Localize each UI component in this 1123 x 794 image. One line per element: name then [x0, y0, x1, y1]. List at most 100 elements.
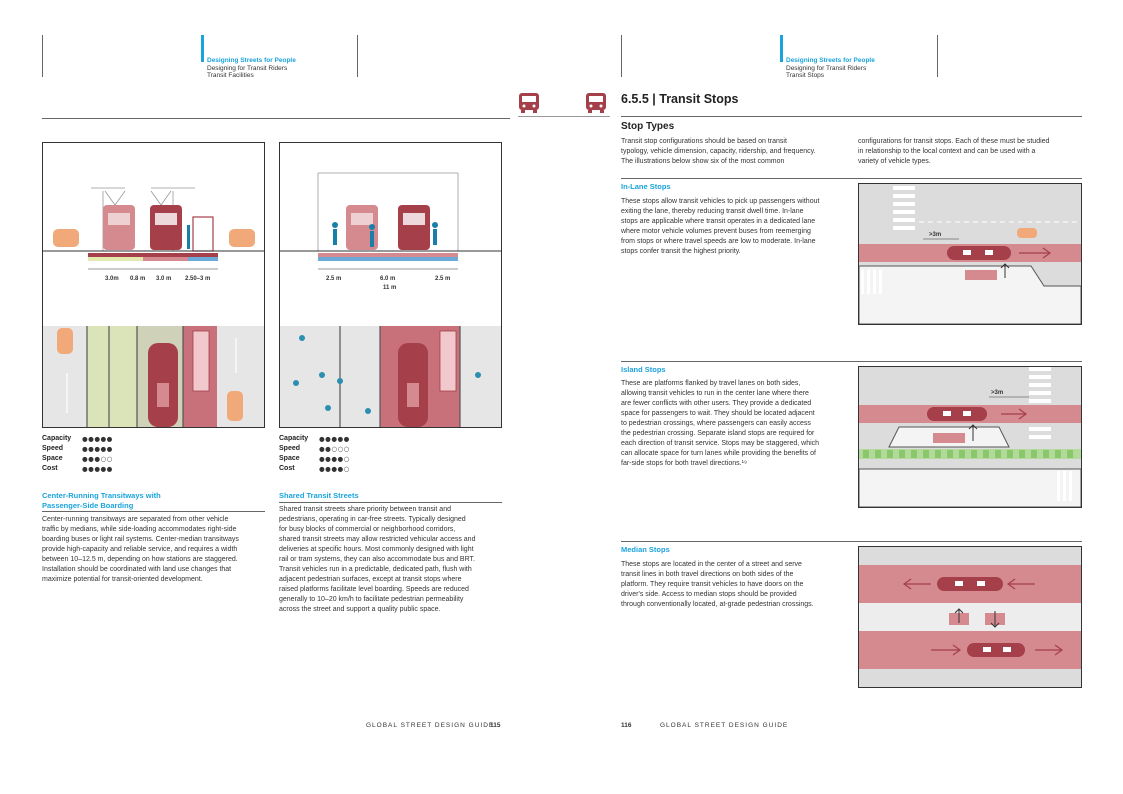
section-rule [279, 502, 502, 503]
body-line: stops are applicable where transit opera… [621, 218, 816, 225]
body-line: across the street and support a quality … [279, 606, 441, 613]
body-line: maximize potential for transit-oriented … [42, 576, 203, 583]
stat-label: Capacity [279, 435, 309, 442]
page-edge-rule [42, 35, 43, 77]
body-line: configurations for transit stops. Each o… [858, 138, 1050, 145]
body-line: Transit vehicles run in a predictable, d… [279, 566, 472, 573]
figure-shared-transit-street: 2.5 m 6.0 m 2.5 m 11 m [279, 142, 502, 428]
stat-label: Cost [42, 465, 58, 472]
figure-island-stop: >3m [858, 366, 1082, 508]
section-body-island: These are platforms flanked by travel la… [621, 379, 851, 469]
stat-dots: ●●●○○ [82, 455, 113, 463]
body-line: to pedestrian crossings, where passenger… [621, 420, 811, 427]
running-header-right: Designing Streets for People Designing f… [786, 57, 875, 80]
header-line2: Designing for Transit Riders [786, 64, 867, 72]
body-line: rail or tram systems, they can also acco… [279, 556, 475, 563]
stat-dots: ●●●●○ [319, 455, 350, 463]
stat-dots: ●●●●● [319, 435, 350, 443]
body-line: for busy blocks of commercial or neighbo… [279, 526, 456, 533]
body-line: Transit stop configurations should be ba… [621, 138, 787, 145]
body-line: driver's side. Access to median stops sh… [621, 591, 797, 598]
body-line: space for passengers to wait. They shoul… [621, 410, 815, 417]
dim-label-3: 2.5 m [435, 276, 450, 282]
body-line: deliveries at specific hours. Most commo… [279, 546, 474, 553]
figure-median-stop [858, 546, 1082, 688]
stat-label: Space [42, 455, 63, 462]
section-title-island: Island Stops [621, 365, 666, 374]
body-line: from stops or where travel speeds are lo… [621, 238, 816, 245]
header-divider [937, 35, 938, 77]
body-line: boarding buses or light rail systems. Ce… [42, 536, 239, 543]
body-line: each direction of transit service. Stops… [621, 440, 820, 447]
body-line: These stops allow transit vehicles to pi… [621, 198, 820, 205]
header-line2: Designing for Transit Riders [207, 64, 288, 72]
footer-right: GLOBAL STREET DESIGN GUIDE [660, 722, 789, 729]
dim-total: 11 m [383, 285, 396, 291]
body-line: These stops are located in the center of… [621, 561, 802, 568]
dim-label-2: 6.0 m [380, 276, 395, 282]
body-line: between 10–12.5 m, depending on how stat… [42, 556, 238, 563]
page-title: 6.5.5 | Transit Stops [621, 92, 739, 106]
subtitle-stop-types: Stop Types [621, 121, 675, 132]
body-line: generally to 10–20 km/h to facilitate pe… [279, 596, 464, 603]
section-body-median: These stops are located in the center of… [621, 560, 851, 610]
body-line: Center-running transitways are separated… [42, 516, 229, 523]
header-accent-bar [201, 35, 204, 62]
bus-icon [584, 92, 608, 119]
header-line3: Transit Facilities [207, 72, 254, 79]
section-title-center-running: Center-Running Transitways with Passenge… [42, 491, 161, 511]
body-line: through conventionally located, at-grade… [621, 601, 814, 608]
page-number-right: 116 [621, 722, 632, 729]
stat-label: Speed [42, 445, 64, 452]
title-line1: Center-Running Transitways with [42, 491, 161, 500]
dim-label-1: 2.5 m [326, 276, 341, 282]
stat-label: Space [279, 455, 300, 462]
header-accent-bar [780, 35, 783, 62]
body-line: allowing transit vehicles to run in the … [621, 390, 809, 397]
body-line: variety of vehicle types. [858, 158, 931, 165]
body-line: The illustrations below show six of the … [621, 158, 785, 165]
body-line: pedestrians, operating in car-free stree… [279, 516, 466, 523]
body-line: the pedestrian crossing. Separate island… [621, 430, 815, 437]
running-header-left: Designing Streets for People Designing f… [207, 57, 296, 80]
stat-dots: ●●●●● [82, 445, 113, 453]
body-line: can allocate space for turn lanes while … [621, 450, 816, 457]
dim-label-2: 0.8 m [130, 276, 145, 282]
section-rule [621, 541, 1082, 542]
section-title-median: Median Stops [621, 545, 670, 554]
body-line: far-side stops for both travel direction… [621, 460, 747, 467]
body-line: traffic by medians, while side-loading a… [42, 526, 237, 533]
body-line: stops confer transit the highest priorit… [621, 248, 741, 255]
stats-table-1: Capacity ●●●●● Speed ●●●●● Space ●●●○○ Cost… [42, 434, 113, 474]
body-line: platform. They require transit vehicles … [621, 581, 804, 588]
title-line2: Passenger-Side Boarding [42, 501, 134, 510]
header-line1: Designing Streets for People [207, 57, 296, 64]
stat-label: Capacity [42, 435, 72, 442]
stats-table-2: Capacity●●●●● Speed●●○○○ Space●●●●○ Cost… [279, 434, 350, 474]
stat-dots: ●●●●● [82, 465, 113, 473]
body-line: adjacent pedestrian surfaces, except at … [279, 576, 462, 583]
section-body-shared-transit: Shared transit streets share priority be… [279, 505, 509, 615]
clearance-label: >3m [991, 390, 1003, 396]
body-line: transit lines in both travel directions … [621, 571, 794, 578]
dim-label-1: 3.0m [105, 276, 119, 282]
body-line: Installation should be coordinated with … [42, 566, 232, 573]
body-line: These are platforms flanked by travel la… [621, 380, 801, 387]
body-line: provide high-capacity and reliable servi… [42, 546, 238, 553]
body-line: Shared transit streets share priority be… [279, 506, 451, 513]
body-line: shared transit streets may allow restric… [279, 536, 476, 543]
section-title-shared-transit: Shared Transit Streets [279, 491, 359, 500]
page-edge-rule [621, 35, 622, 77]
intro-col1: Transit stop configurations should be ba… [621, 137, 851, 167]
body-line: where motor vehicle volumes prevent buse… [621, 228, 811, 235]
center-rule [518, 116, 610, 117]
figure-center-running-transitway: 3.0m 0.8 m 3.0 m 2.50–3 m [42, 142, 265, 428]
body-line: typology, vehicle dimension, capacity, r… [621, 148, 816, 155]
dim-label-4: 2.50–3 m [185, 276, 210, 282]
header-divider [357, 35, 358, 77]
dim-label-3: 3.0 m [156, 276, 171, 282]
body-line: raised platforms facilitate level boardi… [279, 586, 469, 593]
section-rule [621, 178, 1082, 179]
body-line: are fewer conflicts with other users. Th… [621, 400, 812, 407]
stat-label: Speed [279, 445, 301, 452]
